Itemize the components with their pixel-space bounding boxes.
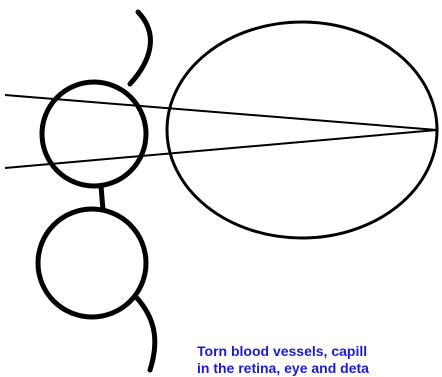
upper-lens-circle [42, 82, 146, 186]
lower-lens-circle [38, 209, 146, 317]
caption-line-1: Torn blood vessels, capill [197, 343, 367, 359]
bottom-temple-arm [135, 296, 155, 370]
caption-line-2: in the retina, eye and deta [197, 360, 369, 376]
lens-bridge [101, 186, 103, 210]
lower-light-ray [5, 130, 437, 168]
eyeball-outline [167, 22, 437, 238]
top-temple-arm [130, 12, 150, 84]
upper-light-ray [5, 95, 437, 130]
